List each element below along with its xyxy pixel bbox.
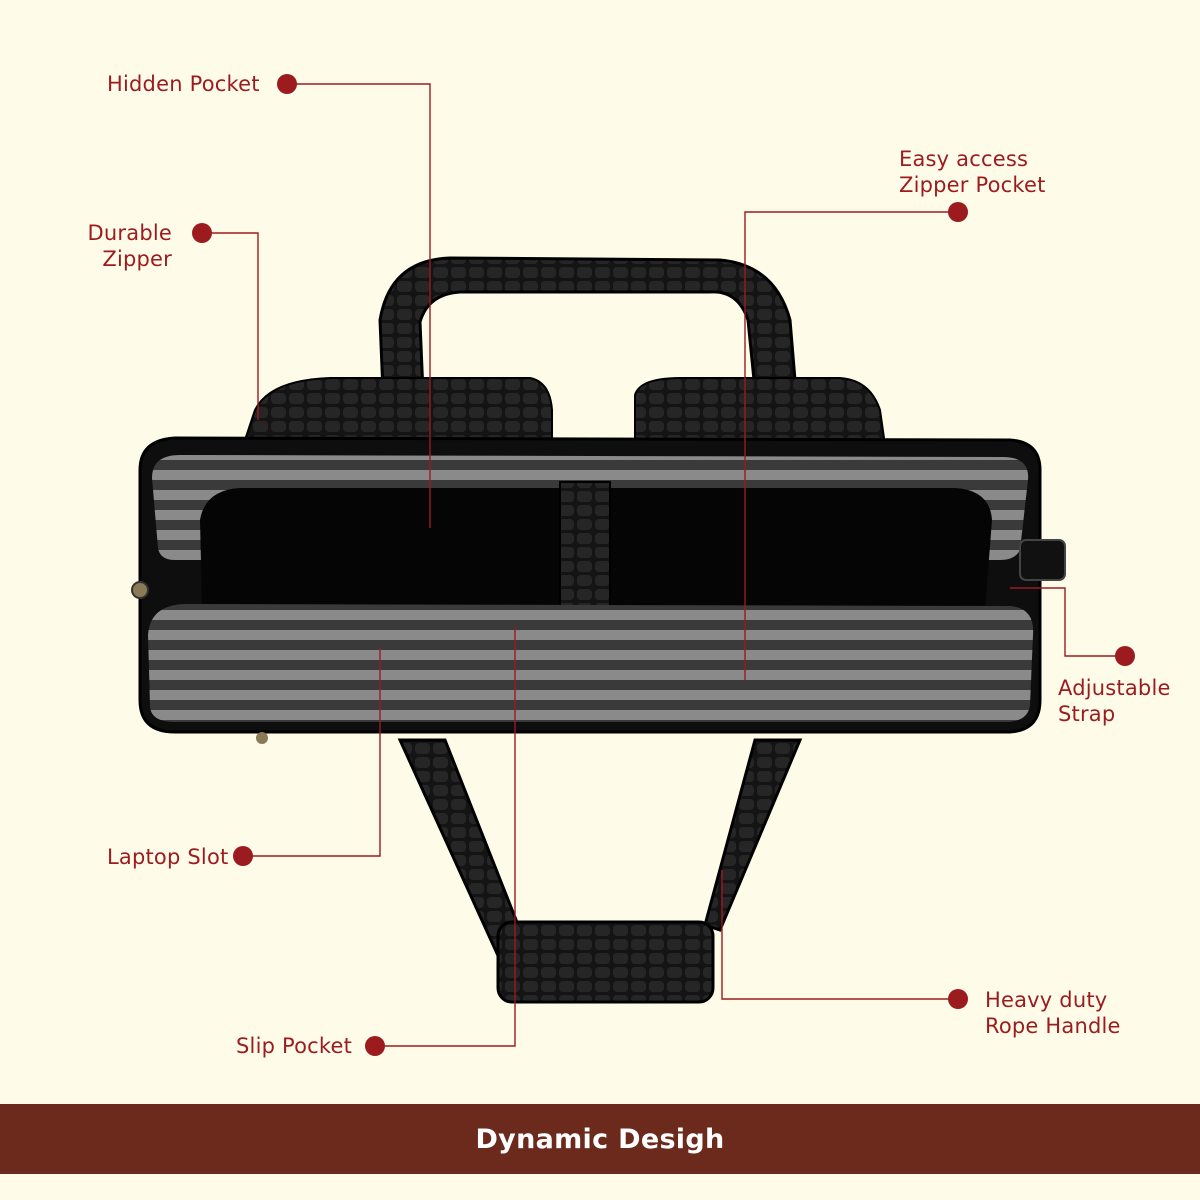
bottom-handle-right: [703, 738, 803, 932]
right-strap-buckle: [1019, 539, 1066, 581]
dot-laptop-slot: [233, 846, 253, 866]
label-laptop-slot: Laptop Slot: [107, 845, 229, 869]
footer-banner: Dynamic Desigh: [0, 1104, 1200, 1174]
label-heavy-duty: Heavy duty Rope Handle: [985, 988, 1121, 1038]
banner-title: Dynamic Desigh: [475, 1123, 725, 1155]
left-top-pocket: [243, 377, 553, 447]
left-zipper-pull: [131, 581, 149, 599]
rope-handle-grip: [496, 920, 715, 1004]
dot-durable-zipper: [192, 223, 212, 243]
inner-strap: [559, 481, 611, 623]
right-top-pocket: [634, 377, 887, 446]
lower-lining: [148, 604, 1034, 722]
dot-easy-access: [948, 202, 968, 222]
label-easy-access: Easy access Zipper Pocket: [899, 147, 1046, 197]
dot-adjustable-strap: [1115, 646, 1135, 666]
callout-dots: [192, 74, 1135, 1056]
callout-lines: [202, 83, 1125, 1047]
dot-hidden-pocket: [277, 74, 297, 94]
label-hidden-pocket: Hidden Pocket: [107, 72, 260, 96]
dot-slip-pocket: [365, 1036, 385, 1056]
dot-heavy-duty: [948, 989, 968, 1009]
label-durable-zipper: Durable Zipper: [87, 221, 172, 271]
label-adjustable-strap: Adjustable Strap: [1058, 676, 1171, 726]
label-slip-pocket: Slip Pocket: [236, 1034, 353, 1058]
